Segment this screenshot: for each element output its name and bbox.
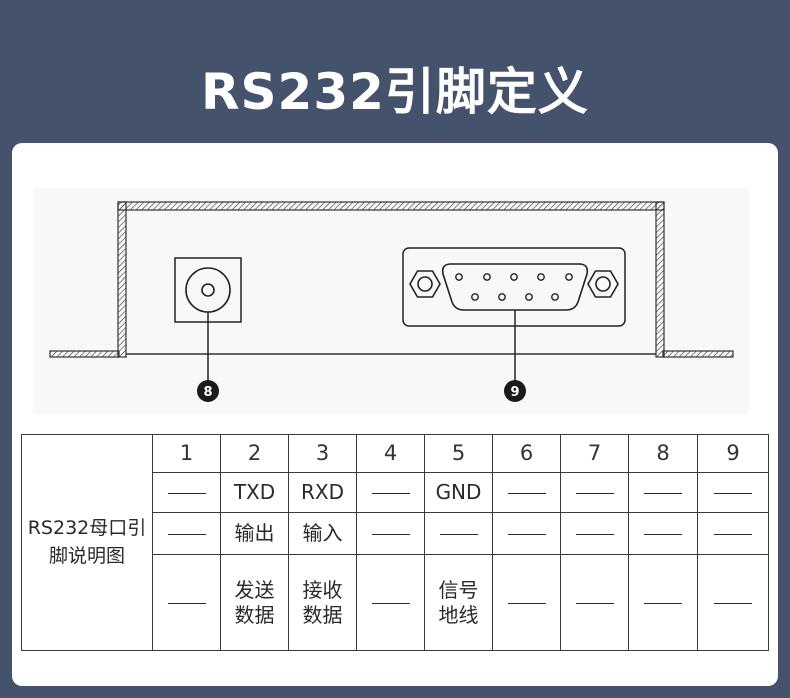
left-flange: [49, 350, 120, 358]
db9-pin-hole: [537, 273, 545, 281]
direction-cell: [356, 512, 425, 555]
device-diagram: 8 9: [33, 188, 749, 414]
left-wall: [117, 201, 127, 358]
db9-pin-hole: [455, 273, 463, 281]
direction-cell: [628, 512, 698, 555]
db9-shell: [441, 263, 589, 311]
signal-cell: TXD: [220, 472, 289, 513]
db9-plate: [402, 247, 626, 327]
signal-cell: GND: [424, 472, 493, 513]
dash-mark: [507, 534, 546, 535]
signal-row: TXD RXD GND: [22, 472, 769, 513]
pin-number: 2: [220, 434, 289, 473]
db9-pin-hole: [565, 273, 573, 281]
pin-number: 8: [628, 434, 698, 473]
db9-pin-hole: [498, 293, 506, 301]
signal-cell: RXD: [288, 472, 357, 513]
direction-cell: [492, 512, 561, 555]
signal-cell: [628, 472, 698, 513]
description-text: 信号地线: [438, 577, 479, 627]
pin-number: 1: [152, 434, 221, 473]
dash-mark: [644, 493, 682, 494]
dash-mark: [575, 493, 614, 494]
description-cell: [152, 554, 221, 651]
dash-mark: [507, 493, 546, 494]
signal-cell: [560, 472, 629, 513]
top-wall: [117, 201, 665, 211]
direction-cell: [152, 512, 221, 555]
callout-label-db9: 9: [510, 385, 519, 400]
pin-number-row: RS232母口引脚说明图 1 2 3 4 5 6 7 8 9: [21, 434, 769, 651]
row-header: RS232母口引脚说明图: [21, 434, 153, 651]
pin-number: 6: [492, 434, 561, 473]
description-cell: 发送数据: [220, 554, 289, 651]
direction-cell: [424, 512, 493, 555]
signal-cell: [152, 472, 221, 513]
db9-pin-hole: [525, 293, 533, 301]
description-text: 接收数据: [302, 577, 343, 627]
description-cell: [697, 554, 769, 651]
page-title: RS232引脚定义: [201, 63, 589, 121]
description-cell: 信号地线: [424, 554, 493, 651]
callout-label-power: 8: [203, 385, 212, 400]
direction-cell: 输入: [288, 512, 357, 555]
db9-pin-hole: [483, 273, 491, 281]
signal-cell: [492, 472, 561, 513]
dash-mark: [371, 493, 410, 494]
dash-mark: [371, 534, 410, 535]
dash-mark: [167, 493, 206, 494]
db9-pin-hole: [471, 293, 479, 301]
dash-mark: [644, 534, 682, 535]
description-cell: [560, 554, 629, 651]
pin-number: 4: [356, 434, 425, 473]
description-cell: [492, 554, 561, 651]
description-cell: [628, 554, 698, 651]
pin-definition-table: RS232母口引脚说明图 1 2 3 4 5 6 7 8 9 TXD RXD G…: [21, 434, 769, 651]
power-jack-pin: [201, 283, 215, 297]
right-wall: [655, 201, 665, 358]
pin-number: 5: [424, 434, 493, 473]
dash-mark: [439, 534, 478, 535]
db9-right-screw: [587, 270, 619, 298]
description-cell: 接收数据: [288, 554, 357, 651]
db9-pin-hole: [510, 273, 518, 281]
dash-mark: [714, 534, 752, 535]
pin-number: 7: [560, 434, 629, 473]
dash-mark: [575, 534, 614, 535]
device-drawing: 8 9: [49, 201, 734, 402]
db9-pin-hole: [551, 293, 559, 301]
callout-marker-db9: [504, 380, 526, 402]
description-cell: [356, 554, 425, 651]
db9-left-screw: [409, 270, 441, 298]
dash-mark: [371, 603, 410, 604]
dash-mark: [167, 603, 206, 604]
direction-cell: [697, 512, 769, 555]
description-row: 发送数据 接收数据 信号地线: [22, 554, 769, 651]
pin-number: 3: [288, 434, 357, 473]
dash-mark: [507, 603, 546, 604]
description-text: 发送数据: [234, 577, 275, 627]
power-jack-outer: [185, 267, 231, 313]
dash-mark: [714, 493, 752, 494]
right-flange: [662, 350, 734, 358]
signal-cell: [697, 472, 769, 513]
pin-number: 9: [697, 434, 769, 473]
signal-cell: [356, 472, 425, 513]
dash-mark: [644, 603, 682, 604]
direction-cell: [560, 512, 629, 555]
callout-marker-power: [197, 380, 219, 402]
direction-cell: 输出: [220, 512, 289, 555]
dash-mark: [575, 603, 614, 604]
dash-mark: [714, 603, 752, 604]
dash-mark: [167, 534, 206, 535]
